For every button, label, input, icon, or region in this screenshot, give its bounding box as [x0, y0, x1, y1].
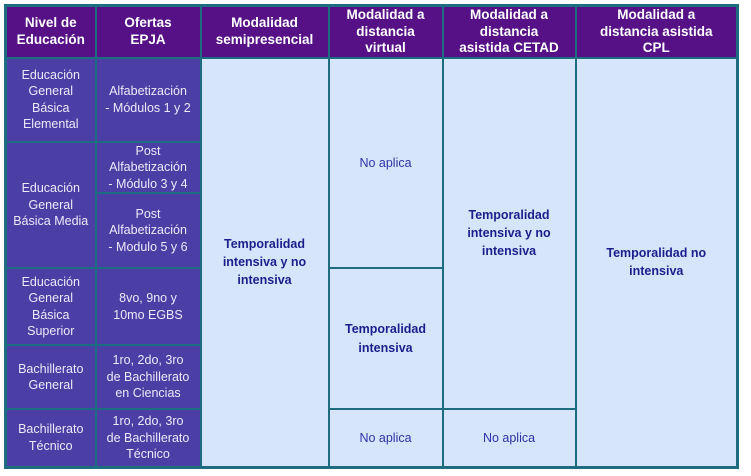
table-row-egb-media-modulo-5-6: Post Alfabetización - Modulo 5 y 6 [6, 192, 738, 269]
cell-cpl-temporalidad: Temporalidad no intensiva [574, 56, 739, 468]
col-header-nivel-educacion: Nivel de Educación [4, 4, 97, 59]
cell-semipresencial-temporalidad: Temporalidad intensiva y no intensiva [199, 56, 330, 468]
table-row-egb-superior: Educación General Básica Superior 8vo, 9… [4, 267, 738, 410]
cell-oferta-post-alfabetizacion-modulo-3-4: Post Alfabetización - Módulo 3 y 4 [94, 140, 202, 194]
cell-nivel-egb-media: Educación General Básica Media [4, 140, 97, 269]
cell-virtual-no-aplica-basica: No aplica [327, 56, 444, 269]
cell-oferta-8vo-9no-10mo-egbs: 8vo, 9no y 10mo EGBS [94, 267, 202, 346]
cell-nivel-egb-elemental: Educación General Básica Elemental [4, 56, 97, 143]
cell-cetad-temporalidad: Temporalidad intensiva y no intensiva [441, 56, 577, 410]
table-row-egb-media-modulo-3-4: Educación General Básica Media Post Alfa… [4, 140, 738, 269]
cell-oferta-alfabetizacion-modulos-1-2: Alfabetización - Módulos 1 y 2 [94, 56, 202, 143]
cell-oferta-bachillerato-ciencias: 1ro, 2do, 3ro de Bachillerato en Ciencia… [94, 344, 202, 410]
cell-nivel-egb-superior: Educación General Básica Superior [4, 267, 97, 346]
cell-nivel-bachillerato-general: Bachillerato General [4, 344, 97, 410]
col-header-modalidad-distancia-cetad: Modalidad a distancia asistida CETAD [441, 4, 577, 59]
cell-oferta-bachillerato-tecnico: 1ro, 2do, 3ro de Bachillerato Técnico [94, 408, 202, 468]
table-row-bachillerato-general: Bachillerato General 1ro, 2do, 3ro de Ba… [4, 344, 738, 410]
cell-virtual-no-aplica-tecnico: No aplica [327, 408, 444, 468]
table-row-bachillerato-tecnico: Bachillerato Técnico 1ro, 2do, 3ro de Ba… [4, 408, 738, 468]
col-header-modalidad-distancia-virtual: Modalidad a distancia virtual [327, 4, 444, 59]
header-row: Nivel de Educación Ofertas EPJA Modalida… [4, 4, 739, 59]
col-header-modalidad-semipresencial: Modalidad semipresencial [199, 4, 330, 59]
cell-nivel-bachillerato-tecnico: Bachillerato Técnico [4, 408, 97, 468]
cell-virtual-temporalidad-intensiva: Temporalidad intensiva [327, 267, 444, 410]
cell-oferta-post-alfabetizacion-modulo-5-6: Post Alfabetización - Modulo 5 y 6 [94, 192, 202, 269]
col-header-modalidad-distancia-cpl: Modalidad a distancia asistida CPL [574, 4, 739, 59]
col-header-ofertas-epja: Ofertas EPJA [94, 4, 202, 59]
table-row-egb-elemental: Educación General Básica Elemental Alfab… [4, 56, 739, 468]
modalidades-epja-table: Nivel de Educación Ofertas EPJA Modalida… [4, 4, 739, 469]
cell-cetad-no-aplica-tecnico: No aplica [441, 408, 577, 468]
